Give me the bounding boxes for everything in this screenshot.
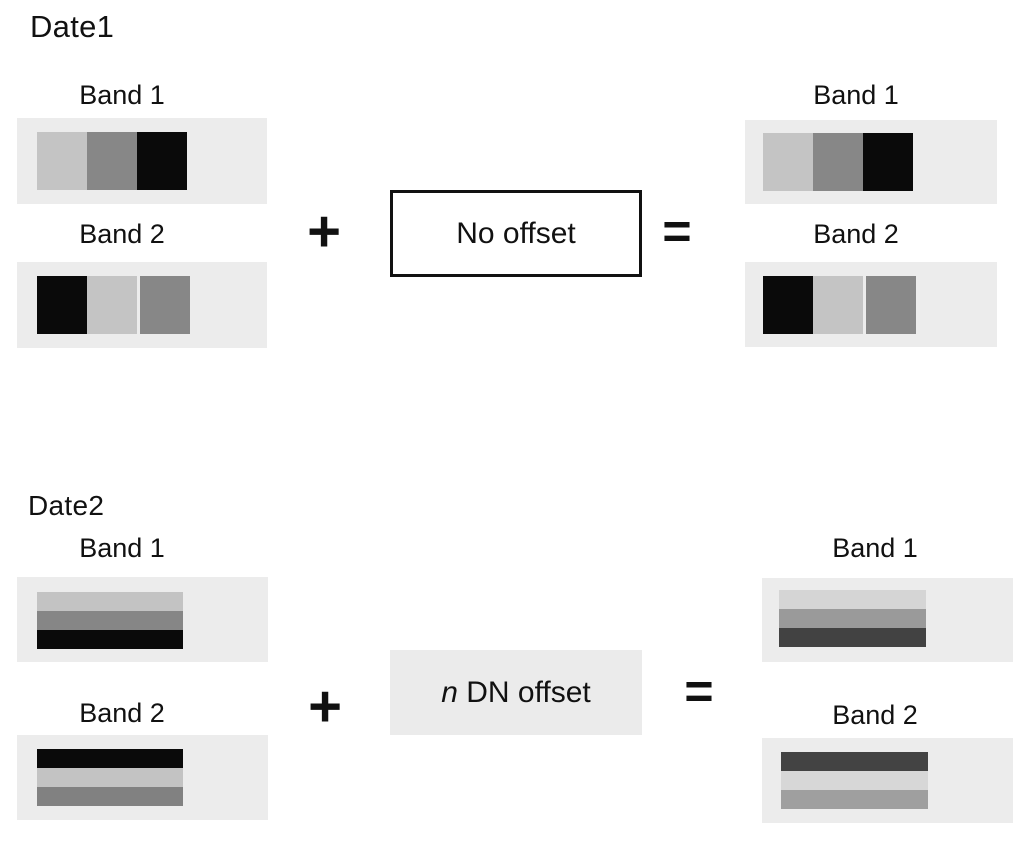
dn-segment-mid — [87, 132, 137, 190]
dn-segment-mid — [140, 276, 190, 334]
date1-right-band1-label: Band 1 — [813, 80, 899, 110]
dn-segment-light — [87, 276, 137, 334]
segment-row — [763, 276, 916, 334]
date2-left-band2-strip — [17, 735, 268, 820]
dn-segment-mid — [813, 133, 863, 191]
dn-stripe-light — [37, 768, 183, 787]
dn-segment-light — [37, 132, 87, 190]
dn-stripe-light — [781, 771, 928, 790]
dn-segment-light — [813, 276, 863, 334]
segment-row — [37, 132, 187, 190]
dn-segment-mid — [866, 276, 916, 334]
stripe-stack — [37, 592, 183, 649]
dn-stripe-mid — [37, 611, 183, 630]
dn-segment-light — [763, 133, 813, 191]
dn-segment-dark — [863, 133, 913, 191]
stripe-stack — [781, 752, 928, 809]
dn-stripe-mid — [779, 609, 926, 628]
dn-segment-dark — [37, 276, 87, 334]
date1-left-band1-label: Band 1 — [79, 80, 165, 110]
date1-right-band2-strip — [745, 262, 997, 347]
date1-right-band1-strip — [745, 120, 997, 204]
date1-title: Date1 — [30, 9, 115, 44]
date1-left-band2-strip — [17, 262, 267, 348]
dn-stripe-mid — [37, 787, 183, 806]
date2-left-band1-label: Band 1 — [79, 533, 165, 563]
date2-title: Date2 — [28, 490, 105, 521]
date1-left-band1-strip — [17, 118, 267, 204]
date2-right-band2-strip — [762, 738, 1013, 823]
date2-left-band1-strip — [17, 577, 268, 662]
date1-right-band2-label: Band 2 — [813, 219, 899, 249]
date2-right-band1-strip — [762, 578, 1013, 662]
no-offset-label: No offset — [456, 216, 576, 250]
dn-offset-box: n DN offset — [390, 650, 642, 735]
segment-row — [763, 133, 913, 191]
dn-stripe-mid — [781, 790, 928, 809]
equals-operator: = — [684, 663, 714, 719]
date1-left-band2-label: Band 2 — [79, 219, 165, 249]
dn-offset-label-rest: DN offset — [457, 675, 591, 709]
dn-segment-dark — [763, 276, 813, 334]
stripe-stack — [779, 590, 926, 647]
stripe-stack — [37, 749, 183, 806]
no-offset-box: No offset — [390, 190, 642, 277]
date2-right-band1-label: Band 1 — [832, 533, 918, 563]
segment-row — [37, 276, 190, 334]
plus-operator: + — [308, 674, 342, 739]
equals-operator: = — [662, 203, 692, 259]
dn-stripe-dark — [781, 752, 928, 771]
plus-operator: + — [307, 199, 341, 264]
dn-stripe-light — [37, 592, 183, 611]
dn-stripe-light — [779, 590, 926, 609]
date2-right-band2-label: Band 2 — [832, 700, 918, 730]
dn-stripe-dark — [37, 630, 183, 649]
dn-stripe-dark — [37, 749, 183, 768]
dn-offset-label-n: n — [441, 675, 458, 709]
dn-segment-dark — [137, 132, 187, 190]
dn-stripe-dark — [779, 628, 926, 647]
date2-left-band2-label: Band 2 — [79, 698, 165, 728]
